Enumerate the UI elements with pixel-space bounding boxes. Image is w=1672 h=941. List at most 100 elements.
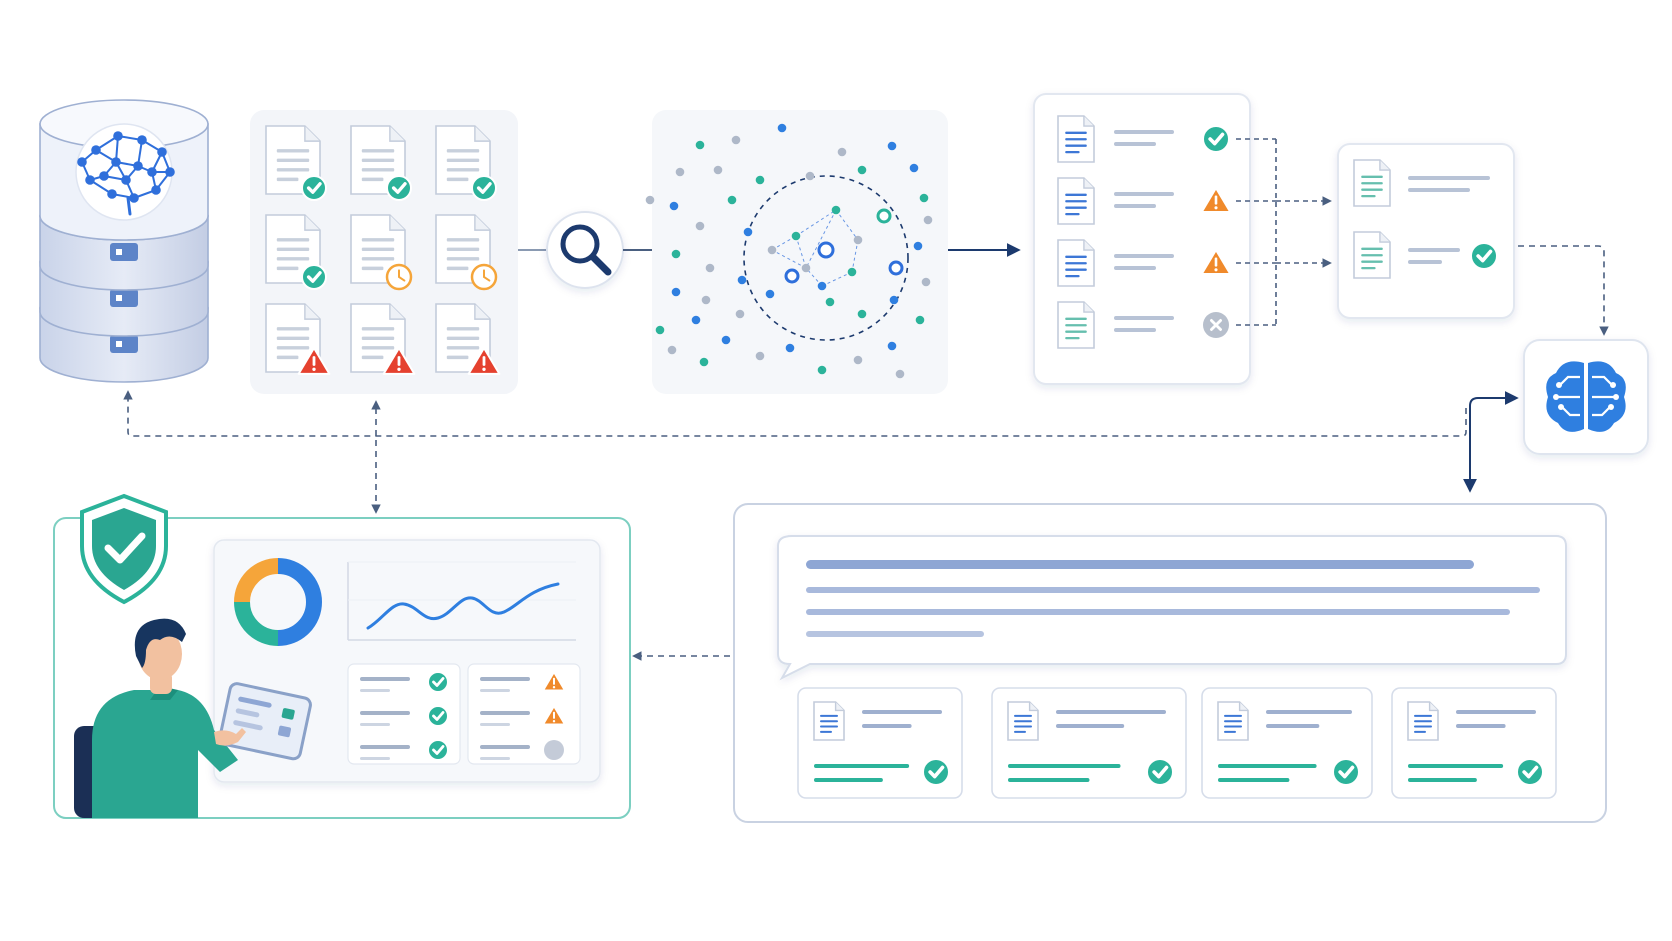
database-slot: [110, 335, 138, 353]
check-status-icon: [427, 671, 449, 693]
embedding-point: [847, 267, 857, 277]
embedding-point: [713, 165, 723, 175]
cluster-link: [771, 249, 807, 269]
text-line: [1266, 710, 1352, 714]
document-icon: [1057, 115, 1095, 163]
grid-document-8: [350, 303, 416, 375]
source-card-3: [1201, 687, 1373, 799]
text-line: [1008, 778, 1090, 782]
grid-document-2: [350, 125, 412, 201]
document-icon: [350, 303, 406, 373]
text-line: [1114, 192, 1174, 196]
selected-document-2: [1353, 231, 1498, 279]
embedding-point: [737, 275, 747, 285]
embedding-point-highlight: [784, 268, 800, 284]
answer-line-1: [806, 560, 1474, 569]
embedding-point: [857, 165, 867, 175]
text-line: [1408, 764, 1504, 768]
embedding-point: [755, 351, 765, 361]
check-status-icon: [922, 758, 950, 786]
text-line: [1114, 328, 1156, 332]
embedding-point-highlight: [888, 260, 904, 276]
document-icon: [435, 125, 491, 195]
grid-document-1: [265, 125, 327, 201]
text-line: [1114, 142, 1156, 146]
selected-documents-panel: [1337, 143, 1609, 336]
text-line: [360, 711, 410, 715]
ranked-document-2: [1057, 177, 1232, 225]
answer-line-4: [806, 631, 984, 637]
person-hand: [214, 728, 246, 746]
warning-status-icon: [297, 347, 331, 375]
document-icon: [265, 125, 321, 195]
feedback-loop: [123, 390, 1519, 514]
text-line: [814, 778, 883, 782]
embedding-point: [857, 309, 867, 319]
document-icon: [1407, 701, 1439, 741]
warning-status-icon: [542, 671, 566, 692]
text-line: [862, 724, 912, 728]
text-line: [1114, 266, 1156, 270]
document-icon: [265, 303, 321, 373]
embedding-point: [837, 147, 847, 157]
source-card-4: [1391, 687, 1557, 799]
text-line: [1056, 710, 1166, 714]
checklist-left-item-3: [360, 739, 449, 761]
warning-status-icon: [467, 347, 501, 375]
embedding-point: [705, 263, 715, 273]
embedding-point: [755, 175, 765, 185]
clock-status-icon: [470, 263, 498, 291]
source-card-2: [991, 687, 1187, 799]
text-line: [1218, 764, 1317, 768]
text-line: [480, 757, 510, 760]
brain-node: [151, 185, 161, 195]
text-line: [1114, 316, 1174, 320]
brain-node: [165, 167, 175, 177]
embedding-point: [765, 289, 775, 299]
text-line: [360, 689, 390, 692]
document-icon: [1007, 701, 1039, 741]
brain-node: [137, 135, 147, 145]
cross-status-icon: [1203, 312, 1229, 338]
brain-node: [129, 193, 139, 203]
document-icon: [1353, 231, 1391, 279]
ranked-document-3: [1057, 239, 1232, 287]
warning-status-icon: [382, 347, 416, 375]
text-line: [360, 723, 390, 726]
embedding-point: [915, 315, 925, 325]
embedding-point: [853, 355, 863, 365]
grid-document-9: [435, 303, 501, 375]
embedding-point: [699, 357, 709, 367]
embedding-point: [743, 227, 753, 237]
brain-node: [85, 175, 95, 185]
text-line: [360, 677, 410, 681]
embedding-point: [913, 241, 923, 251]
grid-document-4: [265, 214, 327, 290]
brain-node: [99, 171, 109, 181]
similarity-region: [743, 175, 909, 341]
embedding-point: [805, 171, 815, 181]
text-line: [480, 711, 530, 715]
text-line: [480, 677, 530, 681]
brain-node: [157, 147, 167, 157]
text-line: [480, 689, 510, 692]
cluster-link: [771, 235, 797, 251]
text-line: [1408, 188, 1470, 192]
source-card-1: [797, 687, 963, 799]
person-body: [92, 690, 238, 818]
line-chart: [347, 561, 576, 641]
embedding-point: [853, 235, 863, 245]
checklist-right-item-2: [480, 705, 566, 726]
embedding-point: [701, 295, 711, 305]
check-status-icon: [1202, 125, 1230, 153]
check-status-icon: [386, 175, 412, 201]
embedding-point: [825, 297, 835, 307]
text-line: [360, 757, 390, 760]
text-line: [1114, 130, 1174, 134]
ranking-connectors: [1236, 138, 1332, 326]
text-line: [1408, 248, 1460, 252]
grid-document-7: [265, 303, 331, 375]
text-line: [480, 723, 510, 726]
checklist-left-item-2: [360, 705, 449, 727]
check-status-icon: [471, 175, 497, 201]
